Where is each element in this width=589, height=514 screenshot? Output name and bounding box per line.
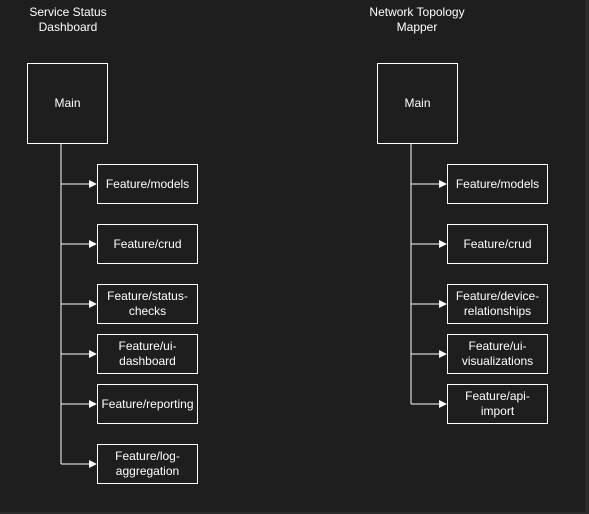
- root-node-service-status[interactable]: Main: [27, 63, 108, 144]
- child-node-network-topology-4[interactable]: Feature/ui- visualizations: [447, 334, 548, 374]
- child-node-service-status-1[interactable]: Feature/models: [97, 164, 198, 204]
- child-node-network-topology-5[interactable]: Feature/api- import: [447, 384, 548, 424]
- root-node-network-topology[interactable]: Main: [377, 63, 458, 144]
- child-node-service-status-3[interactable]: Feature/status- checks: [97, 284, 198, 324]
- diagram-title-network-topology: Network Topology Mapper: [369, 5, 465, 34]
- scrollbar-edge: [585, 0, 589, 514]
- child-node-service-status-6[interactable]: Feature/log- aggregation: [97, 444, 198, 484]
- child-node-network-topology-2[interactable]: Feature/crud: [447, 224, 548, 264]
- child-node-service-status-2[interactable]: Feature/crud: [97, 224, 198, 264]
- diagram-title-service-status: Service Status Dashboard: [29, 5, 107, 34]
- bottom-edge: [0, 512, 589, 514]
- child-node-network-topology-3[interactable]: Feature/device- relationships: [447, 284, 548, 324]
- child-node-service-status-5[interactable]: Feature/reporting: [97, 384, 198, 424]
- child-node-service-status-4[interactable]: Feature/ui- dashboard: [97, 334, 198, 374]
- child-node-network-topology-1[interactable]: Feature/models: [447, 164, 548, 204]
